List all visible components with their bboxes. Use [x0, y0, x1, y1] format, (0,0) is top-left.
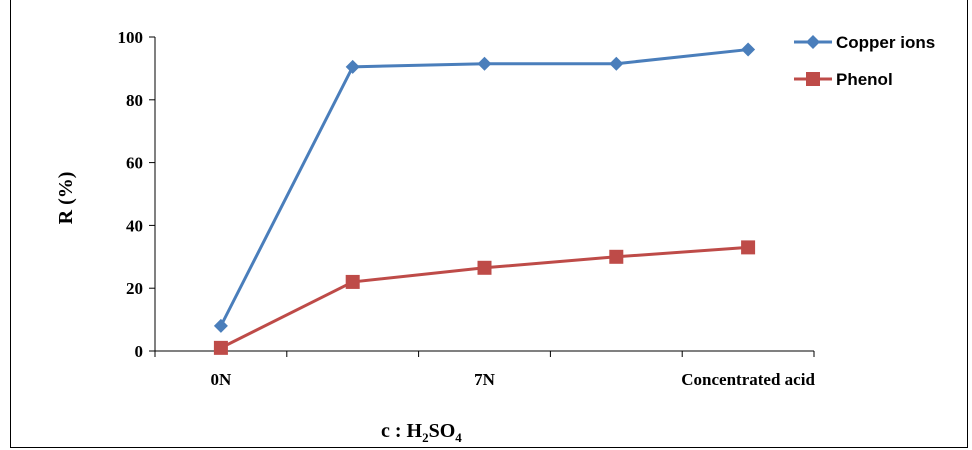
y-tick-label: 100 — [118, 28, 144, 47]
data-point — [741, 240, 756, 255]
data-point — [213, 340, 228, 355]
legend-item-copper-ions: Copper ions — [794, 33, 935, 52]
legend-item-phenol: Phenol — [794, 70, 893, 89]
data-point — [213, 318, 228, 333]
x-axis-title: c : H2SO4 — [381, 420, 462, 445]
x-axis-title-prefix: c : H — [381, 420, 423, 442]
data-point — [609, 56, 624, 71]
y-tick-label: 60 — [126, 154, 143, 173]
axes — [154, 37, 814, 352]
y-tick-label: 20 — [126, 279, 143, 298]
data-point — [609, 249, 624, 264]
data-point — [477, 56, 492, 71]
x-tick-label: Concentrated acid — [681, 370, 815, 389]
series-phenol — [213, 240, 756, 355]
y-tick-label: 40 — [126, 216, 143, 235]
series-copper-ions — [213, 42, 756, 333]
x-axis-title-mid: SO — [429, 420, 456, 442]
x-tick-label: 0N — [211, 370, 233, 389]
y-tick-label: 80 — [126, 91, 143, 110]
y-axis-title: R (%) — [55, 172, 77, 225]
y-tick-label: 0 — [135, 342, 144, 361]
x-axis-title-sub1: 2 — [422, 430, 429, 445]
series-line — [219, 48, 749, 327]
x-axis-title-sub2: 4 — [455, 430, 462, 445]
x-ticks: 0N 7N Concentrated acid — [154, 351, 815, 389]
data-point — [345, 59, 360, 74]
legend-marker — [806, 72, 820, 86]
data-point — [477, 260, 492, 275]
data-point — [345, 274, 360, 289]
series-layer — [213, 42, 756, 355]
y-ticks: 0 20 40 60 80 100 — [118, 28, 155, 361]
data-point — [741, 42, 756, 57]
legend-label: Copper ions — [836, 33, 935, 52]
x-tick-label: 7N — [474, 370, 496, 389]
legend-label: Phenol — [836, 70, 893, 89]
legend-marker — [806, 35, 820, 49]
